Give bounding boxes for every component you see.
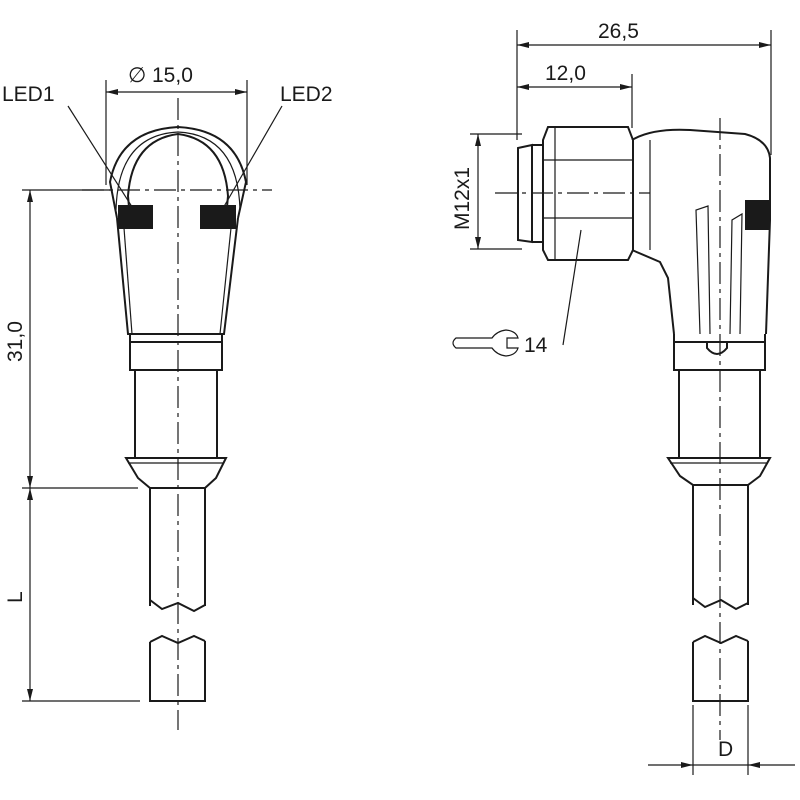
- side-housing: [631, 128, 771, 335]
- width-total-value: 26,5: [598, 20, 639, 43]
- led1-label: LED1: [2, 83, 55, 106]
- side-cable: [692, 485, 749, 702]
- front-housing: [108, 125, 248, 335]
- diameter-value: 15,0: [152, 64, 193, 87]
- width-part-value: 12,0: [545, 62, 586, 85]
- side-view: M12x1 26,5 12,0 14 D: [451, 20, 795, 775]
- wrench-leader: [562, 229, 582, 346]
- side-nut: [517, 126, 634, 261]
- led2-label: LED2: [280, 83, 333, 106]
- led1-indicator: [118, 205, 153, 229]
- length-label: L: [4, 591, 27, 603]
- side-led-indicator: [745, 200, 770, 230]
- diameter-symbol: ∅: [128, 64, 146, 87]
- side-flare: [666, 457, 772, 486]
- wrench-size-value: 14: [524, 334, 548, 357]
- front-view: LED1 LED2 ∅ 15,0 31,0 L: [2, 64, 333, 730]
- height-value: 31,0: [4, 321, 27, 362]
- led1-leader: [67, 105, 135, 211]
- front-sleeve: [129, 334, 223, 458]
- wrench-icon: [452, 329, 519, 357]
- led2-leader: [221, 105, 283, 211]
- led2-indicator: [200, 205, 236, 229]
- cable-diameter-label: D: [718, 738, 733, 761]
- front-flare: [124, 457, 228, 489]
- thread-label: M12x1: [451, 167, 474, 230]
